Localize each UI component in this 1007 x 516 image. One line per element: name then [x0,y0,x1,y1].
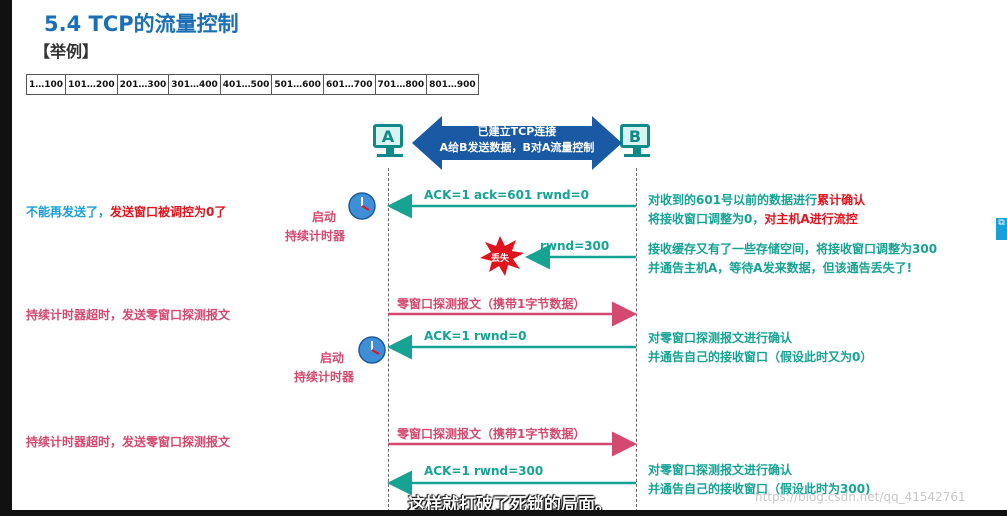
sequence-number-table: 1…100 101…200 201…300 301…400 401…500 50… [25,74,479,95]
page-title: 5.4 TCP的流量控制 [44,12,239,36]
side-feedback-tab[interactable]: ⧉ [996,218,1007,240]
connection-double-arrow [412,116,622,170]
timer-name-label: 持续计时器 [294,370,355,384]
timer-clock-icon [358,336,386,364]
seq-block: 801…900 [426,74,479,95]
host-b-lifeline [636,168,637,512]
lost-burst-icon [480,236,524,276]
timer-start-label: 启动 [320,351,345,365]
timer-clock-icon [348,192,376,220]
timer-name-label: 持续计时器 [285,229,346,243]
host-a-label: A [373,124,403,148]
right-note-cumulative-ack: 对收到的601号以前的数据进行累计确认 将接收窗口调整为0，对主机A进行流控 [648,193,866,226]
msg-label: ACK=1 rwnd=0 [424,329,527,343]
msg-label: rwnd=300 [540,239,610,253]
lost-badge: 丢失 [491,254,510,264]
left-note-timeout-probe: 持续计时器超时，发送零窗口探测报文 [26,308,231,322]
video-frame-bottom [0,510,1007,516]
msg-label: ACK=1 rwnd=300 [424,464,544,478]
right-note-probe-ack-300: 对零窗口探测报文进行确认 并通告自己的接收窗口（假设此时为300) [648,463,871,496]
section-subtitle: 【举例】 [34,42,99,61]
timer-start-label: 启动 [312,210,337,224]
right-note-probe-ack-0: 对零窗口探测报文进行确认 并通告自己的接收窗口（假设此时又为0） [648,331,873,364]
msg-label: ACK=1 ack=601 rwnd=0 [424,188,589,202]
seq-block: 501…600 [271,74,324,95]
host-b-label: B [620,124,650,148]
connection-label: 已建立TCP连接 A给B发送数据，B对A流量控制 [439,125,595,154]
msg-label: 零窗口探测报文（携带1字节数据） [397,297,586,311]
watermark: https://blog.csdn.net/qq_41542761 [755,490,966,504]
seq-block: 1…100 [25,74,67,95]
msg-label: 零窗口探测报文（携带1字节数据） [397,427,586,441]
host-a-computer-icon: A [373,124,407,157]
video-frame-border [0,0,12,516]
host-b-computer-icon: B [620,124,654,157]
right-note-window-300-lost: 接收缓存又有了一些存储空间，将接收窗口调整为300 并通告主机A，等待A发来数据… [648,242,938,275]
left-note-timeout-probe: 持续计时器超时，发送零窗口探测报文 [26,435,231,449]
left-note-window-zero: 不能再发送了，发送窗口被调控为0了 [26,205,227,219]
